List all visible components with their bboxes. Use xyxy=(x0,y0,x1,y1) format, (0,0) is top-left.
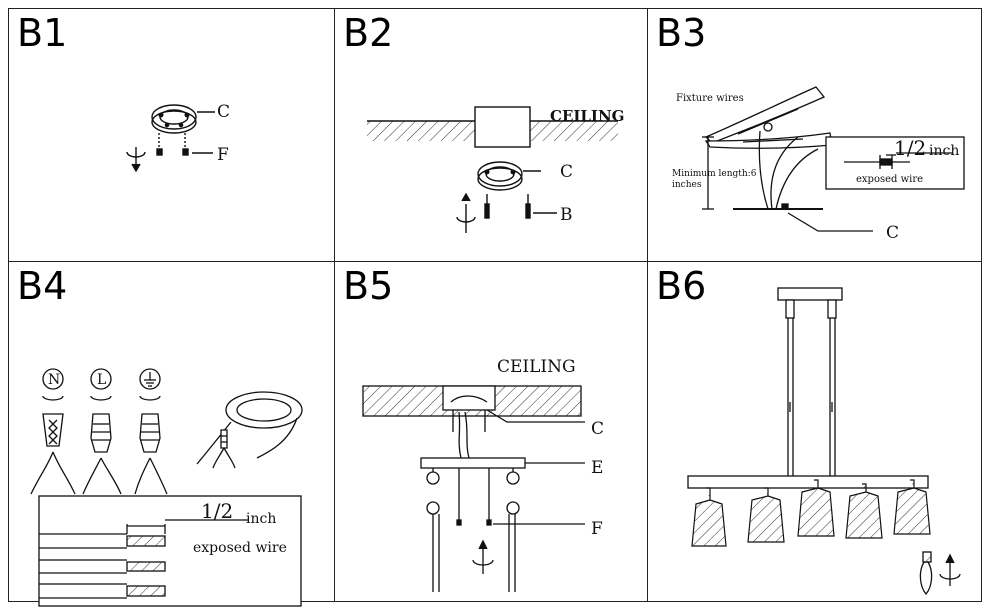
label-f: F xyxy=(591,519,603,539)
b2-diagram: CEILING C B xyxy=(367,106,624,233)
label-live: L xyxy=(97,372,106,388)
label-inch: inch xyxy=(929,143,959,159)
ground-icon xyxy=(144,372,156,387)
divider xyxy=(9,261,981,262)
label-inches: inches xyxy=(672,180,702,190)
label-ceiling: CEILING xyxy=(550,107,624,125)
panel-title: B5 xyxy=(343,264,394,308)
label-e: E xyxy=(591,458,603,478)
panel-b2: B2 xyxy=(335,9,647,261)
panel-b1: B1 C F xyxy=(9,9,334,261)
instruction-grid: B1 C F B2 xyxy=(8,8,982,607)
b5-diagram: CEILING C E F xyxy=(362,357,604,592)
label-ceiling: CEILING xyxy=(497,357,576,377)
rotate-icon xyxy=(939,553,961,586)
label-neutral: N xyxy=(48,372,60,388)
b3-diagram: Fixture wires Minimum length:6 inches 1/… xyxy=(672,86,965,243)
label-half: 1/2 xyxy=(201,499,233,523)
panel-b5: B5 xyxy=(335,262,647,601)
panel-b4: B4 xyxy=(9,262,334,607)
lamp-shades xyxy=(691,479,931,547)
panel-title: B6 xyxy=(656,264,707,308)
b6-diagram xyxy=(687,287,961,595)
panel-b6: B6 xyxy=(648,262,981,601)
label-f: F xyxy=(217,145,229,165)
label-min-length: Minimum length:6 xyxy=(672,169,757,179)
b4-diagram: N L 1/2 inch exposed wire xyxy=(30,368,303,607)
label-c: C xyxy=(886,223,899,243)
label-c: C xyxy=(217,102,230,122)
b1-diagram: C F xyxy=(126,102,230,173)
label-exposed-wire: exposed wire xyxy=(193,540,287,556)
label-fixture-wires: Fixture wires xyxy=(676,93,744,104)
panel-title: B3 xyxy=(656,11,707,55)
label-inch: inch xyxy=(246,511,276,527)
label-c: C xyxy=(560,162,573,182)
panel-title: B4 xyxy=(17,264,68,308)
divider xyxy=(647,9,648,601)
divider xyxy=(334,9,335,601)
label-b: B xyxy=(560,205,573,225)
label-c: C xyxy=(591,419,604,439)
label-half: 1/2 xyxy=(894,136,926,160)
panel-title: B2 xyxy=(343,11,394,55)
bulb-icon xyxy=(919,551,933,595)
panel-title: B1 xyxy=(17,11,68,55)
panel-b3: B3 xyxy=(648,9,981,261)
label-exposed-wire: exposed wire xyxy=(856,174,923,185)
